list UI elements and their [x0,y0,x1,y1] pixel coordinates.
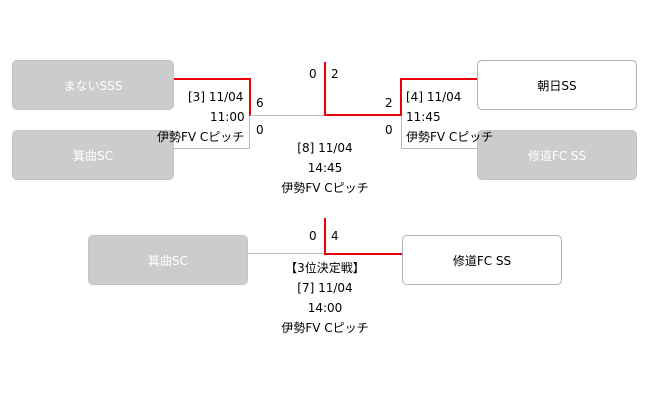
team-asahi-ss[interactable]: 朝日SS [477,60,637,110]
bracket-line-winner [324,218,326,255]
team-name: 朝日SS [537,78,577,93]
score: 6 [256,96,264,110]
score: 0 [385,123,393,137]
match-venue: 伊勢FV Cピッチ [157,130,245,144]
match-time: 11:00 [210,110,245,124]
match-label: [4] 11/04 [406,90,462,104]
score: 2 [331,67,339,81]
team-name: まないSSS [63,78,123,93]
match-label: [3] 11/04 [188,90,244,104]
bracket-line-winner [400,78,402,116]
bracket-line-winner [174,78,250,80]
bracket-line-winner [324,62,326,116]
bracket-line [249,116,250,148]
match-label: [8] 11/04 [297,141,353,155]
score: 0 [309,67,317,81]
score: 0 [309,229,317,243]
bracket-line-winner [400,78,477,80]
team-name: 箕曲SC [73,148,113,163]
match-label: [7] 11/04 [297,281,353,295]
team-minoo-sc-third[interactable]: 箕曲SC [88,235,248,285]
team-name: 箕曲SC [148,253,188,268]
bracket-line-winner [324,114,401,116]
match-time: 11:45 [406,110,441,124]
match-venue: 伊勢FV Cピッチ [406,130,494,144]
bracket-line [401,148,477,149]
team-shudo-fc-ss[interactable]: 修道FC SS [477,130,637,180]
match-venue: 伊勢FV Cピッチ [281,181,369,195]
bracket-line [174,148,250,149]
score: 4 [331,229,339,243]
bracket-line-winner [324,253,402,255]
bracket-line-winner [249,78,251,116]
team-shudo-fc-ss-third[interactable]: 修道FC SS [402,235,562,285]
bracket-line [248,253,326,254]
bracket-line [250,115,326,116]
team-manai-sss[interactable]: まないSSS [12,60,174,110]
match-time: 14:00 [307,301,343,315]
score: 0 [256,123,264,137]
team-name: 修道FC SS [452,253,512,268]
match-title: 【3位決定戦】 [285,261,365,275]
bracket-line [401,116,402,148]
match-venue: 伊勢FV Cピッチ [281,321,369,335]
team-minoo-sc[interactable]: 箕曲SC [12,130,174,180]
match-time: 14:45 [307,161,343,175]
team-name: 修道FC SS [527,148,587,163]
score: 2 [385,96,393,110]
